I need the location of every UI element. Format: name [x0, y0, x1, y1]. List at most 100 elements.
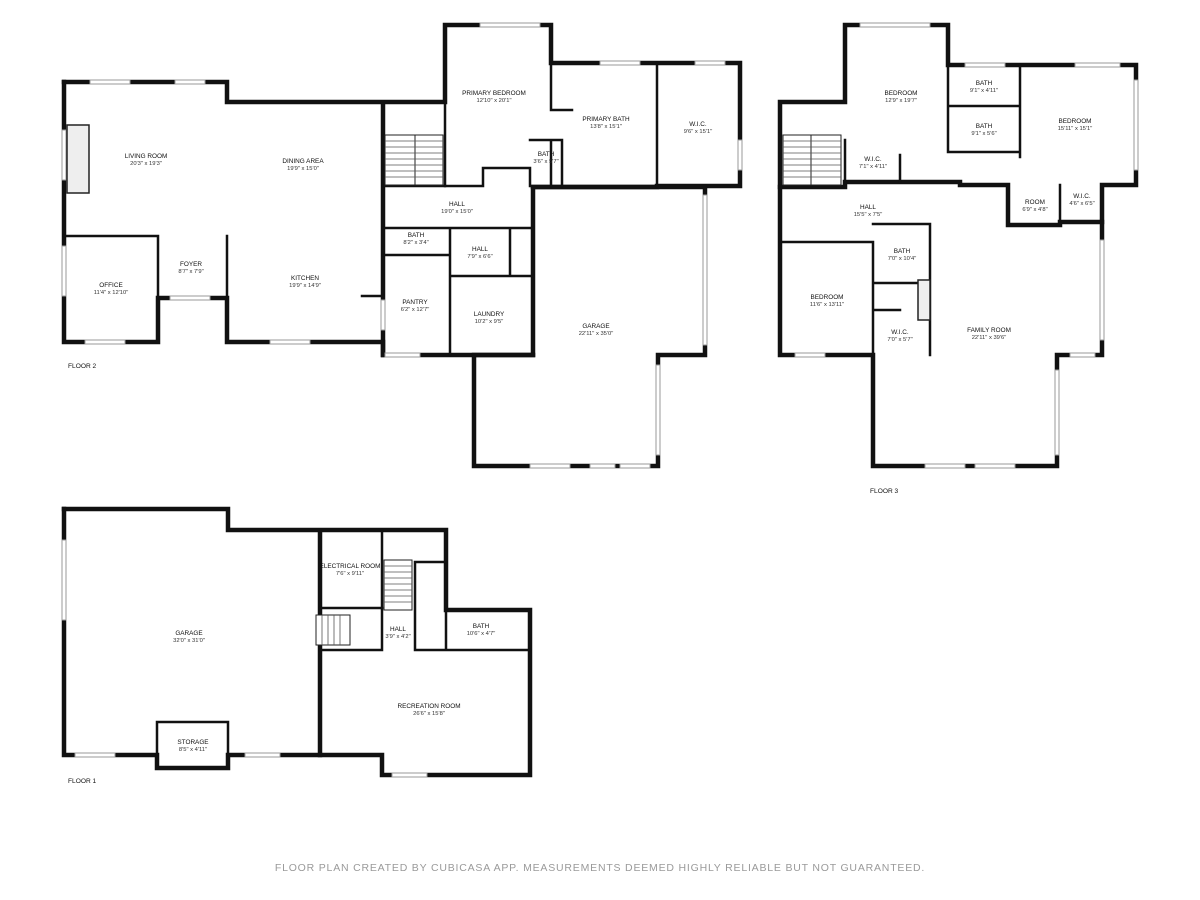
floor-3-window — [1074, 62, 1121, 68]
floor-3-window — [1054, 369, 1060, 456]
room-dimension-label: 20'3" x 19'3" — [130, 161, 162, 167]
floor-2-door — [169, 295, 211, 301]
floor-2-window — [599, 60, 641, 66]
room-name-label: HALL — [449, 201, 465, 208]
room-dimension-label: 11'6" x 13'11" — [810, 302, 844, 308]
floor-2-plan — [61, 22, 743, 469]
room-dimension-label: 8'2" x 3'4" — [403, 240, 428, 246]
floor-3-lower-wall — [777, 184, 1105, 469]
room-name-label: PANTRY — [402, 299, 428, 306]
floor-2-exterior-wall-main — [61, 22, 743, 358]
floor-2-window — [694, 60, 726, 66]
floor-plan-disclaimer: FLOOR PLAN CREATED BY CUBICASA APP. MEAS… — [274, 862, 926, 874]
room-name-label: KITCHEN — [291, 275, 319, 282]
floor-1-window — [74, 752, 116, 758]
floor-2-window — [702, 194, 708, 346]
room-name-label: BEDROOM — [810, 294, 843, 301]
room-name-label: BATH — [976, 80, 993, 87]
room-name-label: DINING AREA — [282, 158, 324, 165]
floor-2-office-wall — [62, 234, 160, 300]
room-dimension-label: 19'9" x 15'0" — [287, 166, 319, 172]
room-dimension-label: 13'8" x 15'1" — [590, 124, 622, 130]
floor-label: FLOOR 3 — [870, 488, 899, 495]
room-name-label: STORAGE — [177, 739, 208, 746]
room-name-label: FAMILY ROOM — [967, 327, 1011, 334]
room-name-label: BATH — [894, 248, 911, 255]
room-name-label: LAUNDRY — [474, 311, 505, 318]
floor-2-window — [61, 129, 67, 181]
floor-2-window — [737, 139, 743, 171]
floor-2-window — [619, 463, 651, 469]
floor-3-window — [1099, 239, 1105, 341]
floor-2-stairs — [384, 134, 444, 186]
floor-2-window — [479, 22, 541, 28]
room-dimension-label: 8'5" x 4'11" — [179, 747, 207, 753]
floor-2-bedroom-wall — [443, 100, 532, 188]
floor-3-window — [964, 62, 1006, 68]
room-name-label: ELECTRICAL ROOM — [320, 563, 381, 570]
room-dimension-label: 22'11" x 39'6" — [972, 335, 1007, 341]
floor-1-window — [61, 539, 67, 621]
room-dimension-label: 12'9" x 19'7" — [885, 98, 917, 104]
floor-1-hall-walls — [380, 528, 532, 652]
floor-3-window — [924, 463, 966, 469]
room-dimension-label: 7'6" x 9'11" — [336, 571, 364, 577]
floor-2-window — [655, 364, 661, 456]
floor-2-window — [269, 339, 311, 345]
floor-1-storage-wall — [155, 720, 230, 770]
floor-3-fireplace — [917, 279, 931, 321]
floor-2-window — [529, 463, 571, 469]
room-dimension-label: 12'10" x 20'1" — [476, 98, 511, 104]
room-dimension-label: 7'1" x 4'11" — [859, 164, 887, 170]
floor-2-fireplace — [66, 124, 90, 194]
room-name-label: W.I.C. — [689, 121, 707, 128]
room-name-label: HALL — [390, 626, 406, 633]
floor-2-hall-walls — [381, 184, 535, 357]
floor-label: FLOOR 2 — [68, 363, 97, 370]
room-dimension-label: 9'6" x 15'1" — [684, 129, 713, 135]
room-dimension-label: 11'4" x 12'10" — [94, 290, 129, 296]
room-dimension-label: 4'6" x 6'5" — [1069, 201, 1094, 207]
room-dimension-label: 22'11" x 35'0" — [579, 331, 614, 337]
room-name-label: W.I.C. — [1073, 193, 1091, 200]
floor-2-door — [380, 299, 386, 331]
floor-3-window — [1069, 352, 1096, 358]
floor-3-room-walls — [1006, 183, 1062, 227]
room-name-label: PRIMARY BATH — [582, 116, 630, 123]
floor-1-window — [244, 752, 281, 758]
room-name-label: LIVING ROOM — [125, 153, 168, 160]
floor-2-primary-bath-wall — [528, 61, 659, 188]
room-dimension-label: 7'9" x 6'6" — [467, 254, 492, 260]
room-name-label: RECREATION ROOM — [397, 703, 460, 710]
floor-3-window — [859, 22, 931, 28]
room-dimension-label: 8'7" x 7'9" — [178, 269, 203, 275]
floor-2-exterior-wall-west — [61, 79, 386, 358]
room-dimension-label: 3'9" x 4'2" — [385, 634, 410, 640]
room-name-label: BATH — [473, 623, 490, 630]
floor-2-window — [89, 79, 131, 85]
floor-1-plan — [61, 506, 533, 778]
floor-2-window — [174, 79, 206, 85]
room-dimension-label: 26'6" x 15'8" — [413, 711, 445, 717]
room-name-label: W.I.C. — [864, 156, 882, 163]
floor-1-stairs — [315, 559, 413, 646]
floor-2-window — [589, 463, 616, 469]
room-name-label: ROOM — [1025, 199, 1045, 206]
floor-3-plan — [777, 22, 1139, 469]
room-dimension-label: 10'2" x 9'5" — [475, 319, 504, 325]
room-name-label: BATH — [538, 151, 555, 158]
room-name-label: HALL — [472, 246, 488, 253]
room-name-label: BEDROOM — [884, 90, 917, 97]
room-name-label: W.I.C. — [891, 329, 909, 336]
floor-2-window — [84, 339, 126, 345]
room-name-label: GARAGE — [582, 323, 609, 330]
floor-3-window — [1133, 79, 1139, 171]
floor-3-bedroom-wall — [778, 222, 932, 357]
room-name-label: HALL — [860, 204, 876, 211]
floor-3-stairs — [782, 134, 842, 186]
room-dimension-label: 6'2" x 12'7" — [401, 307, 430, 313]
floor-3-window — [974, 463, 1016, 469]
room-dimension-label: 19'0" x 15'0" — [441, 209, 473, 215]
